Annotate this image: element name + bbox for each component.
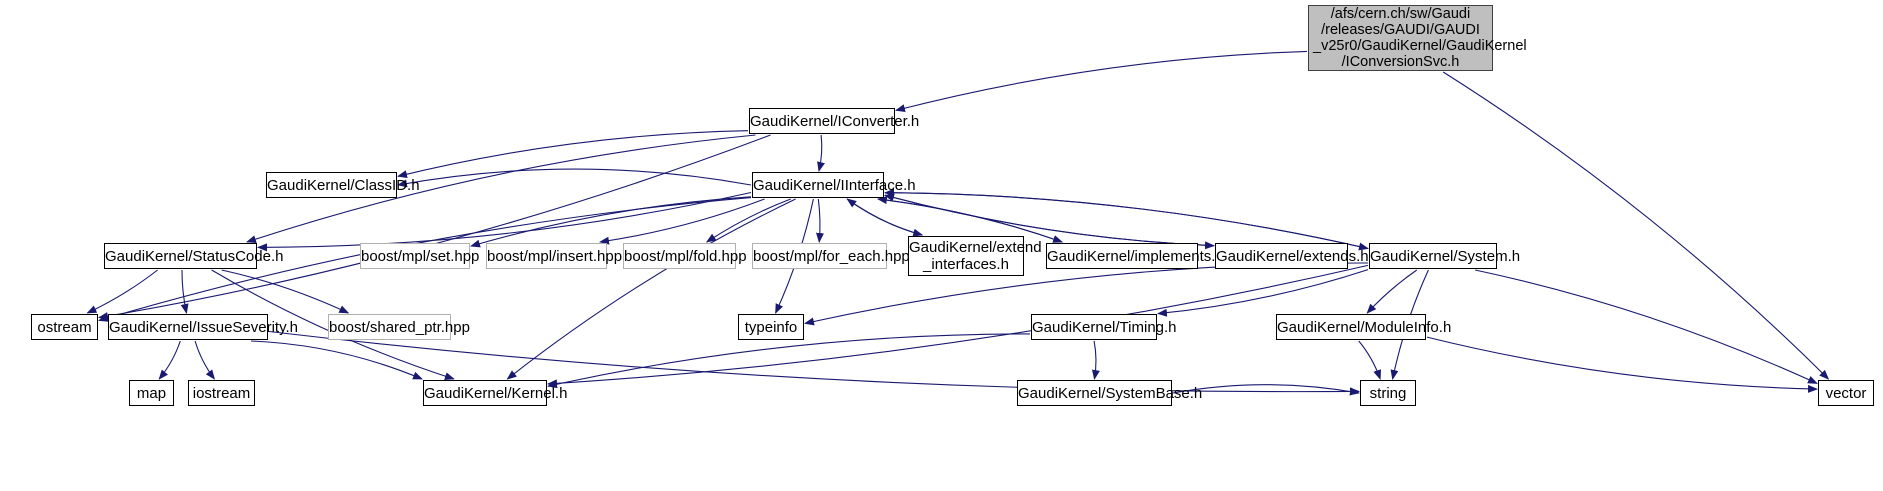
graph-edge-system-to-iinterface bbox=[884, 188, 1369, 250]
graph-edge-iinterface-to-mplfold bbox=[705, 198, 791, 243]
graph-node-label: GaudiKernel/IInterface.h bbox=[753, 176, 916, 194]
graph-node-label: GaudiKernel/extends.h bbox=[1216, 247, 1369, 265]
graph-edge-system-to-timing bbox=[1157, 269, 1369, 317]
graph-node-label: iostream bbox=[192, 384, 251, 402]
graph-node-sharedptr[interactable]: boost/shared_ptr.hpp bbox=[328, 314, 470, 340]
graph-node-label: typeinfo bbox=[744, 318, 798, 336]
graph-node-issueseverity[interactable]: GaudiKernel/IssueSeverity.h bbox=[108, 314, 298, 340]
graph-edge-statuscode-to-ostream bbox=[86, 269, 158, 314]
graph-edge-system-to-vector bbox=[1475, 269, 1818, 384]
graph-edge-issueseverity-to-iostream bbox=[194, 340, 216, 380]
graph-edge-iinterface-to-kernel bbox=[506, 198, 796, 380]
graph-edge-iinterface-to-mplset bbox=[470, 196, 752, 248]
graph-node-label: GaudiKernel/System.h bbox=[1370, 247, 1521, 265]
graph-edge-iconverter-to-statuscode bbox=[246, 134, 756, 243]
graph-node-label: boost/shared_ptr.hpp bbox=[329, 318, 470, 336]
graph-edge-iinterface-to-extendifc bbox=[846, 198, 924, 237]
graph-edge-extendifc-to-iinterface bbox=[846, 198, 923, 236]
graph-edge-moduleinfo-to-string bbox=[1358, 340, 1382, 380]
graph-node-iostream[interactable]: iostream bbox=[188, 380, 255, 406]
graph-node-label: boost/mpl/insert.hpp bbox=[487, 247, 623, 265]
graph-edge-moduleinfo-to-vector bbox=[1426, 336, 1818, 393]
graph-edge-timing-to-systembase bbox=[1091, 340, 1100, 380]
graph-edge-statuscode-to-sharedptr bbox=[221, 269, 350, 314]
graph-node-root[interactable]: /afs/cern.ch/sw/Gaudi /releases/GAUDI/GA… bbox=[1308, 5, 1527, 71]
graph-edge-iconverter-to-iinterface bbox=[817, 134, 825, 172]
graph-node-mplset[interactable]: boost/mpl/set.hpp bbox=[360, 243, 480, 269]
graph-edge-timing-to-kernel bbox=[547, 333, 1031, 389]
graph-edge-iinterface-to-mplinsert bbox=[599, 198, 765, 245]
graph-node-label: boost/mpl/for_each.hpp bbox=[753, 247, 910, 265]
graph-node-label: GaudiKernel/ClassID.h bbox=[267, 176, 420, 194]
graph-edge-root-to-vector bbox=[1442, 71, 1830, 380]
graph-edge-iconverter-to-classid bbox=[397, 130, 749, 179]
graph-node-system[interactable]: GaudiKernel/System.h bbox=[1369, 243, 1521, 269]
graph-edge-iinterface-to-statuscode bbox=[257, 191, 752, 252]
graph-node-label: GaudiKernel/extend _interfaces.h bbox=[909, 239, 1042, 273]
graph-node-extendifc[interactable]: GaudiKernel/extend _interfaces.h bbox=[908, 236, 1042, 276]
graph-edge-iinterface-to-ostream bbox=[98, 197, 752, 322]
graph-edge-system-to-moduleinfo bbox=[1366, 269, 1418, 314]
graph-node-label: boost/mpl/set.hpp bbox=[361, 247, 480, 265]
graph-edge-statuscode-to-issueseverity bbox=[180, 269, 189, 314]
graph-edge-issueseverity-to-map bbox=[158, 340, 181, 380]
graph-edge-systembase-to-string bbox=[1172, 384, 1360, 396]
graph-node-kernel[interactable]: GaudiKernel/Kernel.h bbox=[423, 380, 568, 406]
graph-node-statuscode[interactable]: GaudiKernel/StatusCode.h bbox=[104, 243, 284, 269]
graph-node-mplforeach[interactable]: boost/mpl/for_each.hpp bbox=[752, 243, 910, 269]
graph-node-extends[interactable]: GaudiKernel/extends.h bbox=[1215, 243, 1369, 269]
graph-node-label: vector bbox=[1825, 384, 1867, 402]
graph-edge-root-to-iconverter bbox=[895, 50, 1308, 113]
graph-node-mplfold[interactable]: boost/mpl/fold.hpp bbox=[623, 243, 747, 269]
graph-node-label: /afs/cern.ch/sw/Gaudi /releases/GAUDI/GA… bbox=[1313, 6, 1527, 70]
graph-node-label: map bbox=[136, 384, 167, 402]
graph-node-mplinsert[interactable]: boost/mpl/insert.hpp bbox=[486, 243, 623, 269]
graph-edge-issueseverity-to-string bbox=[268, 330, 1360, 396]
graph-node-label: GaudiKernel/StatusCode.h bbox=[105, 247, 284, 265]
graph-node-map[interactable]: map bbox=[129, 380, 174, 406]
graph-edge-iinterface-to-mplforeach bbox=[816, 198, 824, 243]
graph-node-label: GaudiKernel/SystemBase.h bbox=[1018, 384, 1203, 402]
graph-edge-issueseverity-to-kernel bbox=[250, 340, 423, 380]
graph-node-timing[interactable]: GaudiKernel/Timing.h bbox=[1031, 314, 1177, 340]
graph-node-vector[interactable]: vector bbox=[1818, 380, 1874, 406]
graph-node-label: GaudiKernel/IssueSeverity.h bbox=[109, 318, 298, 336]
graph-edge-iinterface-to-classid bbox=[397, 168, 752, 188]
graph-node-implements[interactable]: GaudiKernel/implements.h bbox=[1046, 243, 1224, 269]
graph-node-typeinfo[interactable]: typeinfo bbox=[738, 314, 804, 340]
graph-edge-iconverter-to-ostream bbox=[98, 134, 771, 321]
graph-node-label: GaudiKernel/Kernel.h bbox=[424, 384, 568, 402]
graph-node-label: GaudiKernel/implements.h bbox=[1047, 247, 1224, 265]
graph-edge-system-to-kernel bbox=[547, 264, 1369, 388]
graph-node-label: GaudiKernel/Timing.h bbox=[1032, 318, 1177, 336]
graph-node-classid[interactable]: GaudiKernel/ClassID.h bbox=[266, 172, 420, 198]
graph-node-string[interactable]: string bbox=[1360, 380, 1416, 406]
graph-node-label: ostream bbox=[37, 318, 92, 336]
graph-node-iinterface[interactable]: GaudiKernel/IInterface.h bbox=[752, 172, 916, 198]
graph-node-label: boost/mpl/fold.hpp bbox=[624, 247, 747, 265]
graph-node-ostream[interactable]: ostream bbox=[31, 314, 98, 340]
graph-node-iconverter[interactable]: GaudiKernel/IConverter.h bbox=[749, 108, 920, 134]
graph-node-label: GaudiKernel/ModuleInfo.h bbox=[1277, 318, 1452, 336]
graph-node-label: GaudiKernel/IConverter.h bbox=[750, 112, 920, 130]
graph-node-systembase[interactable]: GaudiKernel/SystemBase.h bbox=[1017, 380, 1203, 406]
graph-node-moduleinfo[interactable]: GaudiKernel/ModuleInfo.h bbox=[1276, 314, 1452, 340]
graph-node-label: string bbox=[1369, 384, 1407, 402]
